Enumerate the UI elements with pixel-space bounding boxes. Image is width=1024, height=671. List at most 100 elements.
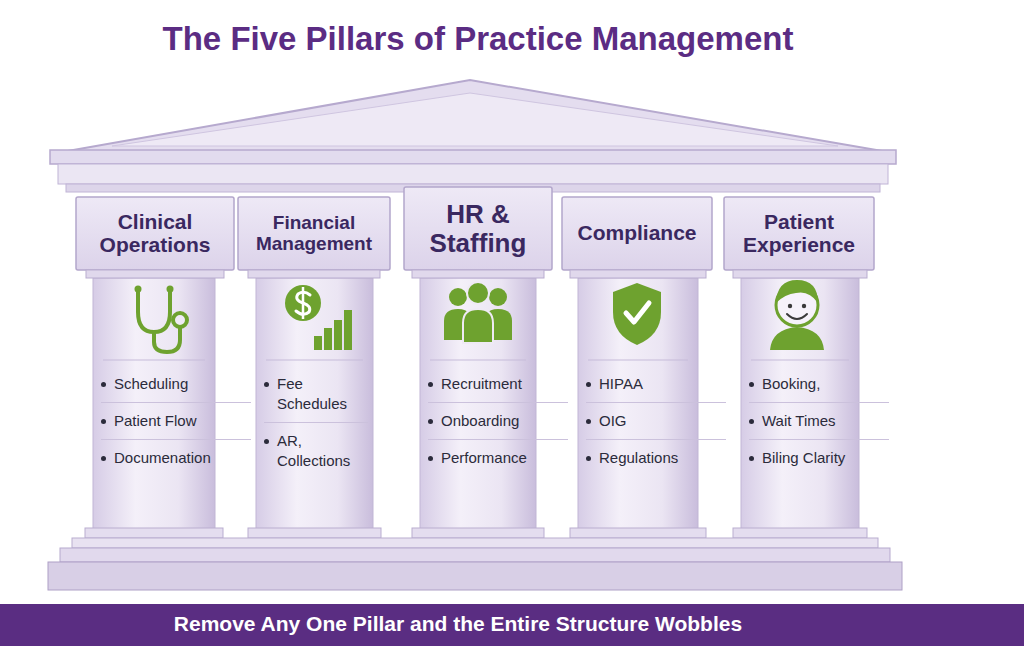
bullet-row: Recruitment — [428, 366, 568, 402]
bullet-row: Biling Clarity — [749, 439, 889, 476]
capital-molding — [412, 270, 544, 278]
bullet-list: Fee SchedulesAR, Collections — [264, 366, 368, 479]
bullet-row: OIG — [586, 402, 726, 439]
stethoscope-earpiece — [135, 286, 142, 293]
pillar-header: Financial Management — [238, 197, 390, 270]
pillar-capital — [76, 197, 234, 270]
pillar-header: Clinical Operations — [76, 197, 234, 270]
shield-icon — [613, 283, 661, 345]
pillar-shaft — [93, 278, 215, 530]
pediment-inner — [112, 93, 838, 146]
bullet-list: SchedulingPatient FlowDocumenation — [101, 366, 251, 476]
chart-bar — [344, 310, 352, 350]
pillar-title: Clinical Operations — [82, 211, 228, 256]
dollar-sign — [302, 287, 305, 319]
pillar-header: Patient Experience — [724, 197, 874, 270]
pillar-column: ComplianceHIPAAOIGRegulations — [562, 197, 712, 530]
bullet-row: Documenation — [101, 439, 251, 476]
person-head — [467, 282, 489, 304]
bullet-item: Scheduling — [114, 374, 188, 394]
bullet-list: HIPAAOIGRegulations — [586, 366, 726, 476]
bullet-item: Patient Flow — [114, 411, 197, 431]
person-body — [463, 309, 493, 343]
check-mark — [626, 303, 649, 322]
separator-line — [103, 360, 205, 361]
pillar-base — [570, 528, 706, 538]
separator-line — [751, 360, 849, 361]
face-eye — [802, 304, 806, 308]
bullet-dot — [101, 419, 106, 424]
pillar-base — [412, 528, 544, 538]
pillar-column: Patient ExperienceBooking, Wait TimesBili… — [724, 197, 874, 530]
bullet-item: Booking, — [762, 374, 820, 394]
pediment — [62, 80, 888, 152]
face-eye — [788, 304, 792, 308]
bullet-item: Wait Times — [762, 411, 836, 431]
bullet-row: AR, Collections — [264, 422, 368, 479]
bullet-dot — [264, 382, 269, 387]
pillar-capital — [724, 197, 874, 270]
pillar-title: Compliance — [577, 222, 696, 245]
stethoscope-earpiece — [167, 286, 174, 293]
bullet-row: Booking, — [749, 366, 889, 402]
bullet-dot — [586, 419, 591, 424]
pillar-column: Financial ManagementFee SchedulesAR, Col… — [238, 197, 390, 530]
platform-step — [72, 538, 878, 548]
capital-molding — [248, 270, 380, 278]
bullet-list: Booking, Wait TimesBiling Clarity — [749, 366, 889, 476]
chart-bar — [334, 320, 342, 350]
person-head — [449, 288, 467, 306]
bullet-row: Onboarding — [428, 402, 568, 439]
platform-step — [60, 548, 890, 562]
pillar-shaft — [256, 278, 373, 530]
dollar-coin — [285, 285, 321, 321]
capital-molding — [733, 270, 867, 278]
bullet-item: Recruitment — [441, 374, 522, 394]
capital-molding — [570, 270, 706, 278]
caption-band — [0, 604, 1024, 646]
title-text: The Five Pillars of Practice Management — [0, 20, 956, 58]
pillar-title: HR & Staffing — [410, 200, 546, 256]
shield-shape — [613, 283, 661, 345]
patient-face-icon — [770, 280, 824, 350]
bullet-row: HIPAA — [586, 366, 726, 402]
chart-bar — [324, 328, 332, 350]
chart-bar — [314, 336, 322, 350]
caption-text: Remove Any One Pillar and the Entire Str… — [0, 612, 916, 636]
person-head — [489, 288, 507, 306]
stethoscope-icon — [135, 286, 188, 353]
pillar-shaft — [420, 278, 536, 530]
pillar-shaft — [741, 278, 859, 530]
pillar-capital — [404, 187, 552, 270]
bullet-dot — [749, 382, 754, 387]
bullet-row: Regulations — [586, 439, 726, 476]
platform-step — [48, 562, 902, 590]
stethoscope-chestpiece — [173, 313, 187, 327]
bullet-dot — [428, 419, 433, 424]
bullet-item: Onboarding — [441, 411, 519, 431]
bullet-row: Wait Times — [749, 402, 889, 439]
bullet-item: Fee Schedules — [277, 374, 368, 414]
pillar-column: HR & StaffingRecruitmentOnboardingPerfor… — [404, 187, 552, 530]
pillar-column: Clinical OperationsSchedulingPatient Flo… — [76, 197, 234, 530]
face-hair — [776, 280, 818, 303]
finance-icon — [285, 285, 352, 350]
pillar-capital — [238, 197, 390, 270]
bullet-dot — [749, 419, 754, 424]
pillar-title: Financial Management — [244, 213, 384, 254]
bullet-dot — [586, 382, 591, 387]
face-shoulders — [770, 327, 824, 350]
bullet-dot — [586, 456, 591, 461]
bullet-item: Documenation — [114, 448, 211, 468]
bullet-dot — [749, 456, 754, 461]
cornice — [50, 150, 896, 164]
bullet-list: RecruitmentOnboardingPerformance — [428, 366, 568, 476]
pillar-header: HR & Staffing — [404, 187, 552, 270]
people-icon — [444, 282, 512, 343]
stethoscope-tube — [154, 328, 180, 352]
bullet-item: Biling Clarity — [762, 448, 845, 468]
pillar-capital — [562, 197, 712, 270]
bullet-row: Performance — [428, 439, 568, 476]
face-smile — [787, 314, 807, 319]
pillar-shaft — [578, 278, 698, 530]
